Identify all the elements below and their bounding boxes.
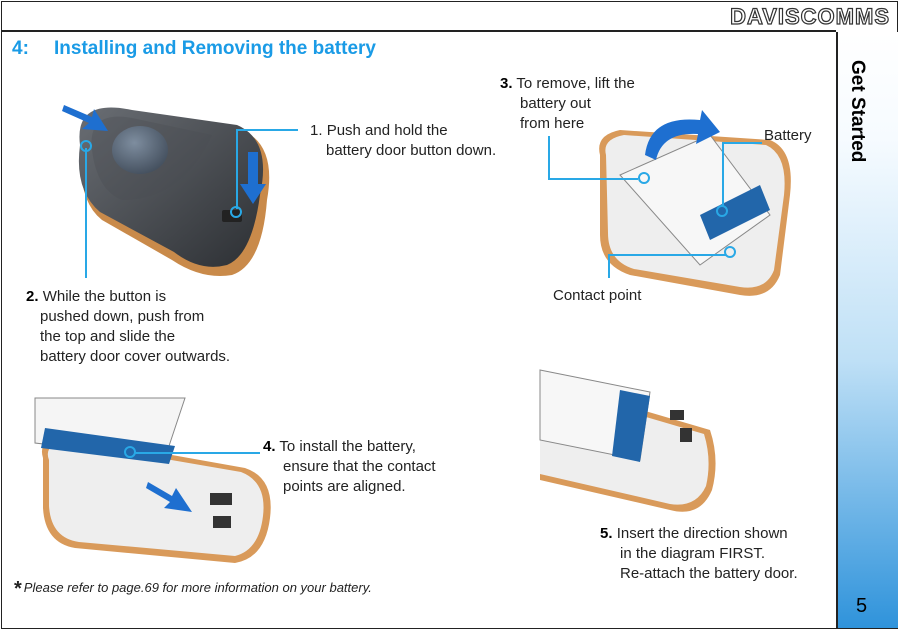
step-3-line-1: To remove, lift the bbox=[516, 75, 635, 92]
footnote-star: * bbox=[14, 578, 22, 600]
step-5-line-3: Re-attach the battery door. bbox=[620, 565, 798, 582]
sidebar bbox=[836, 32, 898, 628]
battery-label: Battery bbox=[764, 127, 812, 144]
step-2-line-2: pushed down, push from bbox=[40, 308, 205, 325]
step-3-line-3: from here bbox=[520, 115, 585, 132]
step-4-line-2: ensure that the contact bbox=[283, 458, 436, 475]
callout-line-battery bbox=[722, 142, 762, 144]
phone-back-illustration bbox=[78, 107, 270, 277]
brand-logo: DAVISCOMMS bbox=[729, 3, 890, 29]
page-number: 5 bbox=[856, 595, 868, 617]
step-1-line-1: Push and hold the bbox=[326, 122, 448, 139]
step-4-text: 4. To install the battery, ensure that t… bbox=[263, 437, 436, 497]
push-down-arrow-icon bbox=[240, 152, 266, 204]
step-4-line-1: To install the battery, bbox=[279, 438, 416, 455]
battery-install-illustration bbox=[34, 397, 271, 563]
step-1-line-2: battery door button down. bbox=[326, 142, 497, 159]
step-4-line-3: points are aligned. bbox=[283, 478, 406, 495]
insert-arrow-icon bbox=[146, 482, 192, 512]
callout-line-contact-horizontal bbox=[608, 254, 726, 256]
callout-marker-lift bbox=[638, 172, 650, 184]
step-2-line-1: While the button is bbox=[42, 288, 167, 305]
callout-marker-install bbox=[124, 446, 136, 458]
step-1-text: 1. Push and hold the battery door button… bbox=[310, 121, 496, 161]
callout-marker-battery bbox=[716, 205, 728, 217]
step-2-line-3: the top and slide the bbox=[40, 328, 176, 345]
section-title: Installing and Removing the battery bbox=[54, 38, 376, 59]
lift-arrow-icon bbox=[645, 110, 720, 160]
battery-insert-direction-illustration bbox=[539, 369, 716, 512]
callout-line-1-vertical bbox=[236, 129, 238, 209]
step-5-number: 5. bbox=[600, 525, 613, 542]
callout-marker-contact bbox=[724, 246, 736, 258]
header-rule bbox=[2, 30, 836, 32]
footnote-text: Please refer to page.69 for more informa… bbox=[23, 580, 372, 595]
step-3-line-2: battery out bbox=[520, 95, 591, 112]
step-1-number: 1. bbox=[310, 122, 323, 139]
callout-line-battery-vertical bbox=[722, 142, 724, 206]
push-arrow-icon bbox=[62, 105, 108, 131]
section-heading: 4: Installing and Removing the battery bbox=[12, 38, 376, 60]
step-2-text: 2. While the button is pushed down, push… bbox=[26, 287, 230, 367]
sidebar-section-label: Get Started bbox=[847, 60, 868, 163]
footnote: *Please refer to page.69 for more inform… bbox=[14, 578, 372, 601]
callout-line-3 bbox=[548, 136, 550, 180]
step-3-number: 3. bbox=[500, 75, 513, 92]
step-2-number: 2. bbox=[26, 288, 39, 305]
step-2-line-4: battery door cover outwards. bbox=[40, 348, 231, 365]
callout-line-1 bbox=[236, 129, 298, 131]
callout-line-2 bbox=[85, 148, 87, 278]
section-number: 4: bbox=[12, 38, 29, 59]
step-4-number: 4. bbox=[263, 438, 276, 455]
step-5-text: 5. Insert the direction shown in the dia… bbox=[600, 524, 798, 584]
callout-marker-button bbox=[230, 206, 242, 218]
step-5-line-2: in the diagram FIRST. bbox=[620, 545, 766, 562]
callout-line-3-horizontal bbox=[548, 178, 638, 180]
step-5-line-1: Insert the direction shown bbox=[616, 525, 788, 542]
callout-line-contact bbox=[608, 254, 610, 278]
callout-line-4 bbox=[134, 452, 260, 454]
step-3-text: 3. To remove, lift the battery out from … bbox=[500, 74, 635, 134]
contact-point-label: Contact point bbox=[553, 287, 642, 304]
callout-marker-door bbox=[80, 140, 92, 152]
